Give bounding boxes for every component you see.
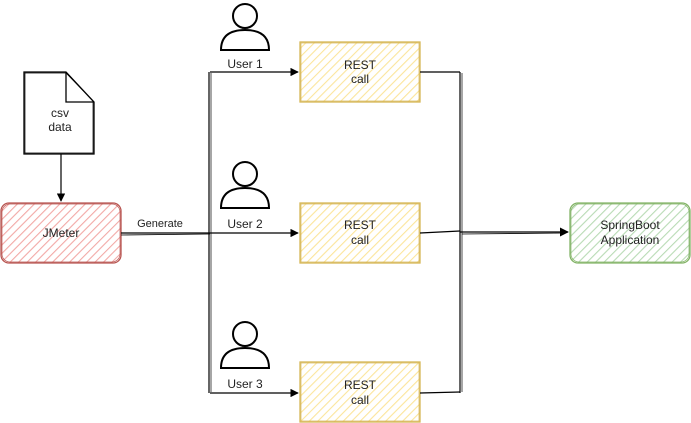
rest-call-1-line1: REST — [344, 58, 377, 72]
rest-call-1-line2: call — [351, 72, 369, 86]
rest-call-node: REST call — [299, 361, 421, 423]
user-3-label: User 3 — [227, 377, 263, 391]
springboot-line2: Application — [601, 233, 660, 247]
generate-connector — [120, 67, 299, 398]
user-2-label: User 2 — [227, 217, 263, 231]
merge-connector — [419, 71, 569, 394]
user-1-label: User 1 — [227, 57, 263, 71]
rest-call-node: REST call — [299, 41, 421, 103]
rest-call-2-line2: call — [351, 233, 369, 247]
rest-call-2-line1: REST — [344, 218, 377, 232]
jmeter-label: JMeter — [43, 226, 80, 240]
user-icon — [219, 321, 271, 369]
springboot-app-node: SpringBoot Application — [569, 202, 691, 264]
csv-label-line2: data — [48, 120, 72, 134]
csv-label-line1: csv — [51, 106, 69, 120]
rest-call-3-line2: call — [351, 393, 369, 407]
generate-label: Generate — [137, 218, 183, 230]
rest-call-node: REST call — [299, 202, 421, 264]
rest-call-3-line1: REST — [344, 378, 377, 392]
springboot-line1: SpringBoot — [600, 218, 660, 232]
user-icon — [219, 3, 271, 51]
user-icon — [219, 161, 271, 209]
csv-data-file: csv data — [23, 71, 95, 155]
jmeter-node: JMeter — [0, 202, 122, 264]
